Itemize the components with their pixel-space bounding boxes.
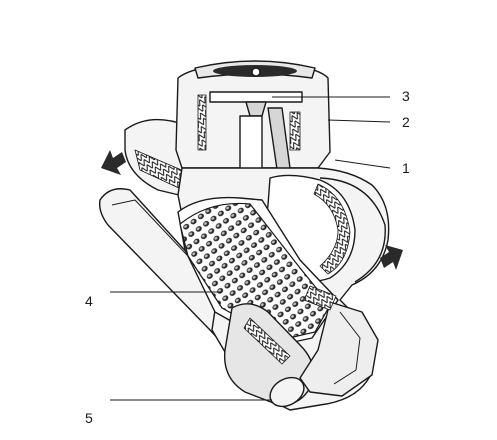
disc-pin xyxy=(251,67,261,77)
callout-1: 1 xyxy=(402,160,410,176)
callout-2: 2 xyxy=(402,114,410,130)
valve-body xyxy=(98,60,390,411)
strainer-cap-thread xyxy=(243,317,291,365)
outlet-port-face xyxy=(319,177,386,283)
leader-2 xyxy=(327,119,391,123)
outlet-thread xyxy=(313,183,351,275)
flow-arrow-inlet-icon xyxy=(101,150,126,175)
disc-stem xyxy=(245,101,267,117)
disc xyxy=(209,91,303,103)
cap-thread-left xyxy=(197,94,207,151)
hex-nut xyxy=(299,301,379,397)
flow-arrow-outlet-icon xyxy=(380,245,403,270)
cap-thread-right xyxy=(289,111,301,151)
strainer-cap-end xyxy=(269,376,305,408)
leader-lines xyxy=(110,96,391,401)
hex-nut-face xyxy=(333,311,361,385)
callout-3: 3 xyxy=(402,88,410,104)
callout-4: 4 xyxy=(85,293,93,309)
bottom-thread xyxy=(303,285,337,311)
leader-1 xyxy=(334,159,391,169)
callout-5: 5 xyxy=(85,410,93,426)
